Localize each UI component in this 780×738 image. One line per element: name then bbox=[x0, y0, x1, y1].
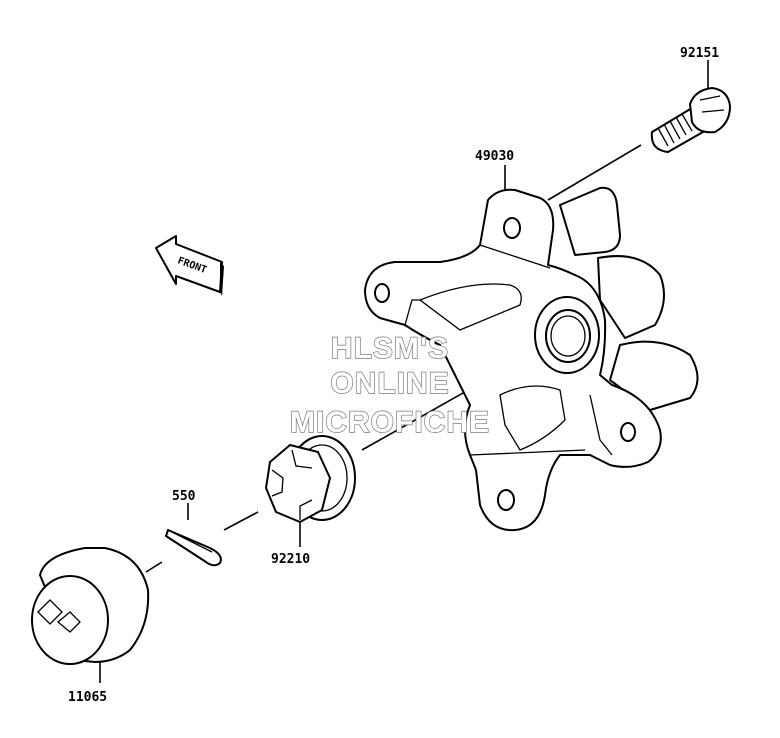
watermark-line-1: HLSM'S bbox=[331, 332, 449, 365]
hub-recess-upper bbox=[418, 283, 522, 331]
watermark: HLSM'S ONLINE MICROFICHE bbox=[289, 331, 490, 439]
cotter-pin-split bbox=[171, 531, 213, 553]
castle-nut-part-92210 bbox=[265, 435, 356, 523]
hub-center-bore-inner bbox=[545, 309, 591, 363]
cap-emblem-left bbox=[37, 599, 63, 625]
part-number-550: 550 bbox=[172, 489, 196, 504]
hub-center-bore-spline bbox=[550, 315, 586, 357]
part-number-11065: 11065 bbox=[68, 690, 107, 705]
nut-castle-slots bbox=[271, 449, 313, 520]
nut-body bbox=[265, 444, 331, 523]
bolt-part-92151 bbox=[650, 87, 731, 153]
cotter-pin-part-550 bbox=[165, 529, 222, 567]
axis-nut-to-pin bbox=[223, 511, 259, 531]
cotter-pin-body bbox=[165, 529, 222, 567]
front-direction-marker: FRONT bbox=[155, 235, 224, 296]
hub-edge-line-b bbox=[404, 299, 420, 326]
bolt-head-knurl bbox=[699, 95, 725, 113]
hub-rear-boss-top bbox=[559, 186, 621, 256]
hub-edge-line-a bbox=[479, 244, 551, 269]
hub-recess-lower bbox=[499, 385, 566, 451]
hub-flange-body bbox=[364, 188, 662, 532]
watermark-line-3: MICROFICHE bbox=[290, 406, 490, 439]
hub-rear-boss-lower bbox=[609, 340, 699, 411]
hub-edge-line-c bbox=[469, 449, 586, 456]
part-number-92210: 92210 bbox=[271, 552, 310, 567]
hub-bolt-hole-right bbox=[620, 422, 636, 442]
cap-face bbox=[31, 575, 109, 665]
hub-part-49030 bbox=[364, 186, 699, 532]
hub-edge-line-d bbox=[589, 394, 613, 456]
part-number-92151: 92151 bbox=[680, 46, 719, 61]
cap-part-11065 bbox=[31, 547, 150, 665]
axis-pin-to-cap bbox=[145, 561, 163, 573]
hub-bolt-hole-left bbox=[374, 283, 390, 303]
hub-bolt-hole-top bbox=[503, 217, 521, 239]
bolt-threads bbox=[657, 113, 693, 147]
front-arrow-shadow bbox=[220, 262, 224, 296]
hub-bolt-hole-bottom bbox=[497, 489, 515, 511]
bolt-head bbox=[689, 87, 731, 134]
part-number-49030: 49030 bbox=[475, 149, 514, 164]
watermark-line-2: ONLINE bbox=[330, 367, 449, 400]
axis-bolt-to-hub bbox=[547, 144, 642, 201]
part-number-labels: 92151 49030 550 92210 11065 bbox=[68, 46, 719, 705]
hub-rear-boss-right bbox=[597, 255, 665, 339]
cap-emblem-right bbox=[56, 611, 81, 633]
